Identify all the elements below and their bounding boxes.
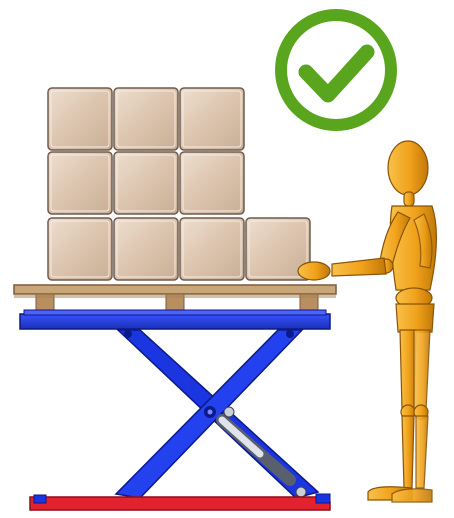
cardboard-box	[48, 218, 112, 280]
cardboard-box	[48, 88, 112, 150]
cardboard-box	[114, 218, 178, 280]
lift-table-platform	[20, 310, 330, 329]
lift-table-base	[30, 494, 330, 510]
cardboard-box	[114, 88, 178, 150]
checkmark-circle-icon	[281, 15, 391, 125]
cardboard-box	[114, 152, 178, 214]
cardboard-box-stack	[48, 88, 310, 280]
cardboard-box	[48, 152, 112, 214]
cardboard-box	[180, 88, 244, 150]
cardboard-box	[180, 218, 244, 280]
cardboard-box	[180, 152, 244, 214]
scissor-lift-mechanism	[116, 330, 318, 498]
